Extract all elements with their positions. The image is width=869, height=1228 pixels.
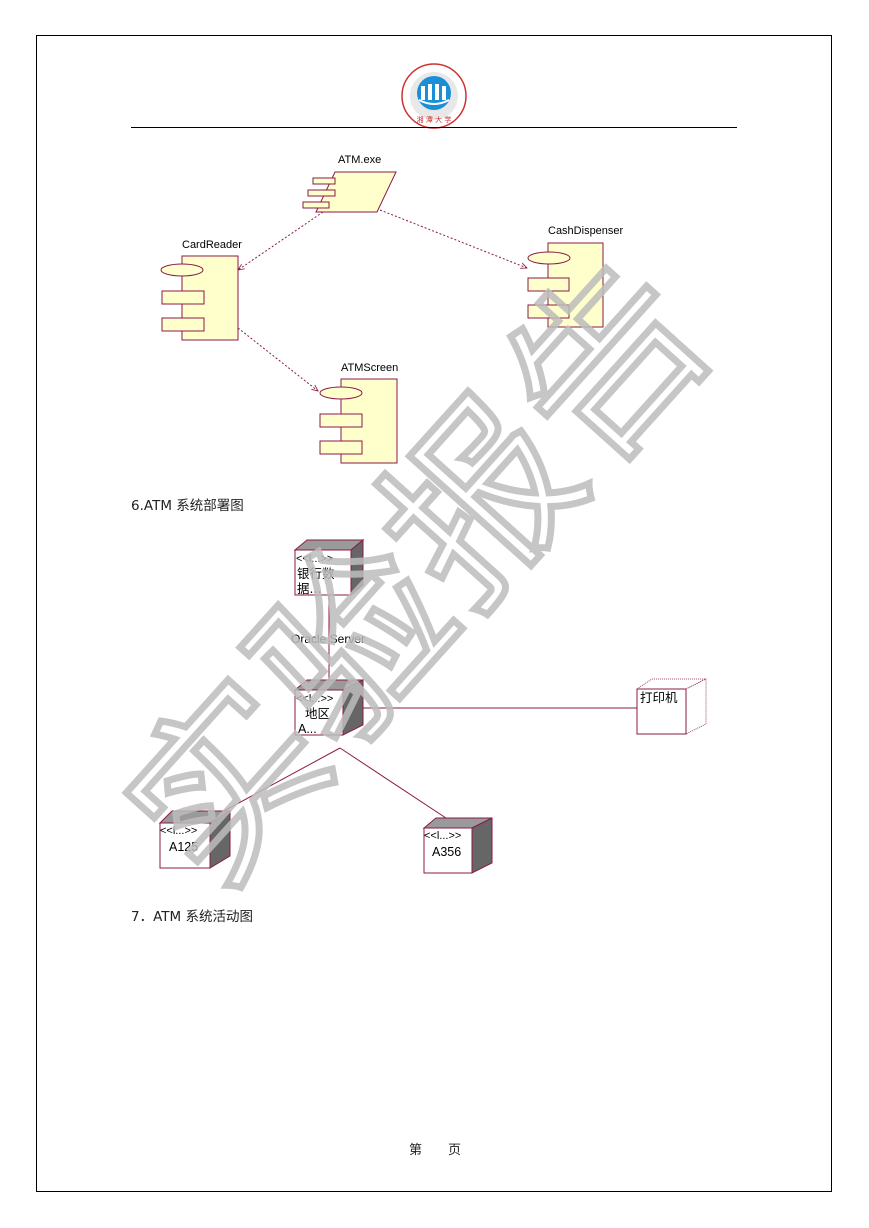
footer-page-prefix: 第 — [409, 1143, 423, 1158]
node-stereotype: <<l...>> — [160, 825, 197, 837]
university-logo: 湘 潭 大 学 — [401, 63, 467, 129]
node-stereotype: <<l...>> — [296, 693, 333, 705]
component-label: CashDispenser — [548, 225, 624, 237]
node-a125: <<l...>> A125 — [158, 810, 232, 869]
node-label: 据... — [297, 581, 321, 596]
node-label: 银行数 — [297, 566, 335, 581]
component-atm-exe: ATM.exe — [302, 154, 397, 213]
dependency-arrow — [237, 327, 318, 391]
connection-label: Oracle Server — [291, 632, 365, 646]
node-region: <<l...>> 地区 A... — [293, 679, 365, 736]
component-label: ATMScreen — [341, 362, 398, 374]
footer-page-suffix: 页 — [448, 1143, 462, 1158]
header-rule — [131, 127, 737, 128]
node-label: A125 — [169, 840, 198, 854]
dependency-arrow — [379, 209, 527, 268]
component-card-reader: CardReader — [160, 239, 242, 341]
component-label: CardReader — [182, 239, 242, 251]
svg-text:湘 潭 大 学: 湘 潭 大 学 — [417, 115, 452, 124]
node-printer: 打印机 — [635, 678, 707, 735]
dependency-arrow — [238, 211, 324, 270]
node-stereotype: <<l...>> — [424, 830, 461, 842]
component-atm-screen: ATMScreen — [319, 362, 398, 464]
component-label: ATM.exe — [338, 154, 381, 166]
node-label: 打印机 — [640, 690, 678, 705]
section-7-heading: 7．ATM 系统活动图 — [131, 909, 253, 925]
component-cash-dispenser: CashDispenser — [527, 225, 624, 328]
node-a356: <<l...>> A356 — [422, 817, 493, 874]
page-border — [36, 35, 832, 1192]
section-6-heading: 6.ATM 系统部署图 — [131, 498, 244, 514]
node-label: 地区 — [305, 706, 330, 721]
node-stereotype: <<l...>> — [296, 553, 333, 565]
node-label: A... — [298, 722, 317, 736]
node-label: A356 — [432, 845, 461, 859]
node-bank-db: <<l...>> 银行数 据... — [293, 538, 365, 597]
connection-a356 — [339, 747, 453, 823]
